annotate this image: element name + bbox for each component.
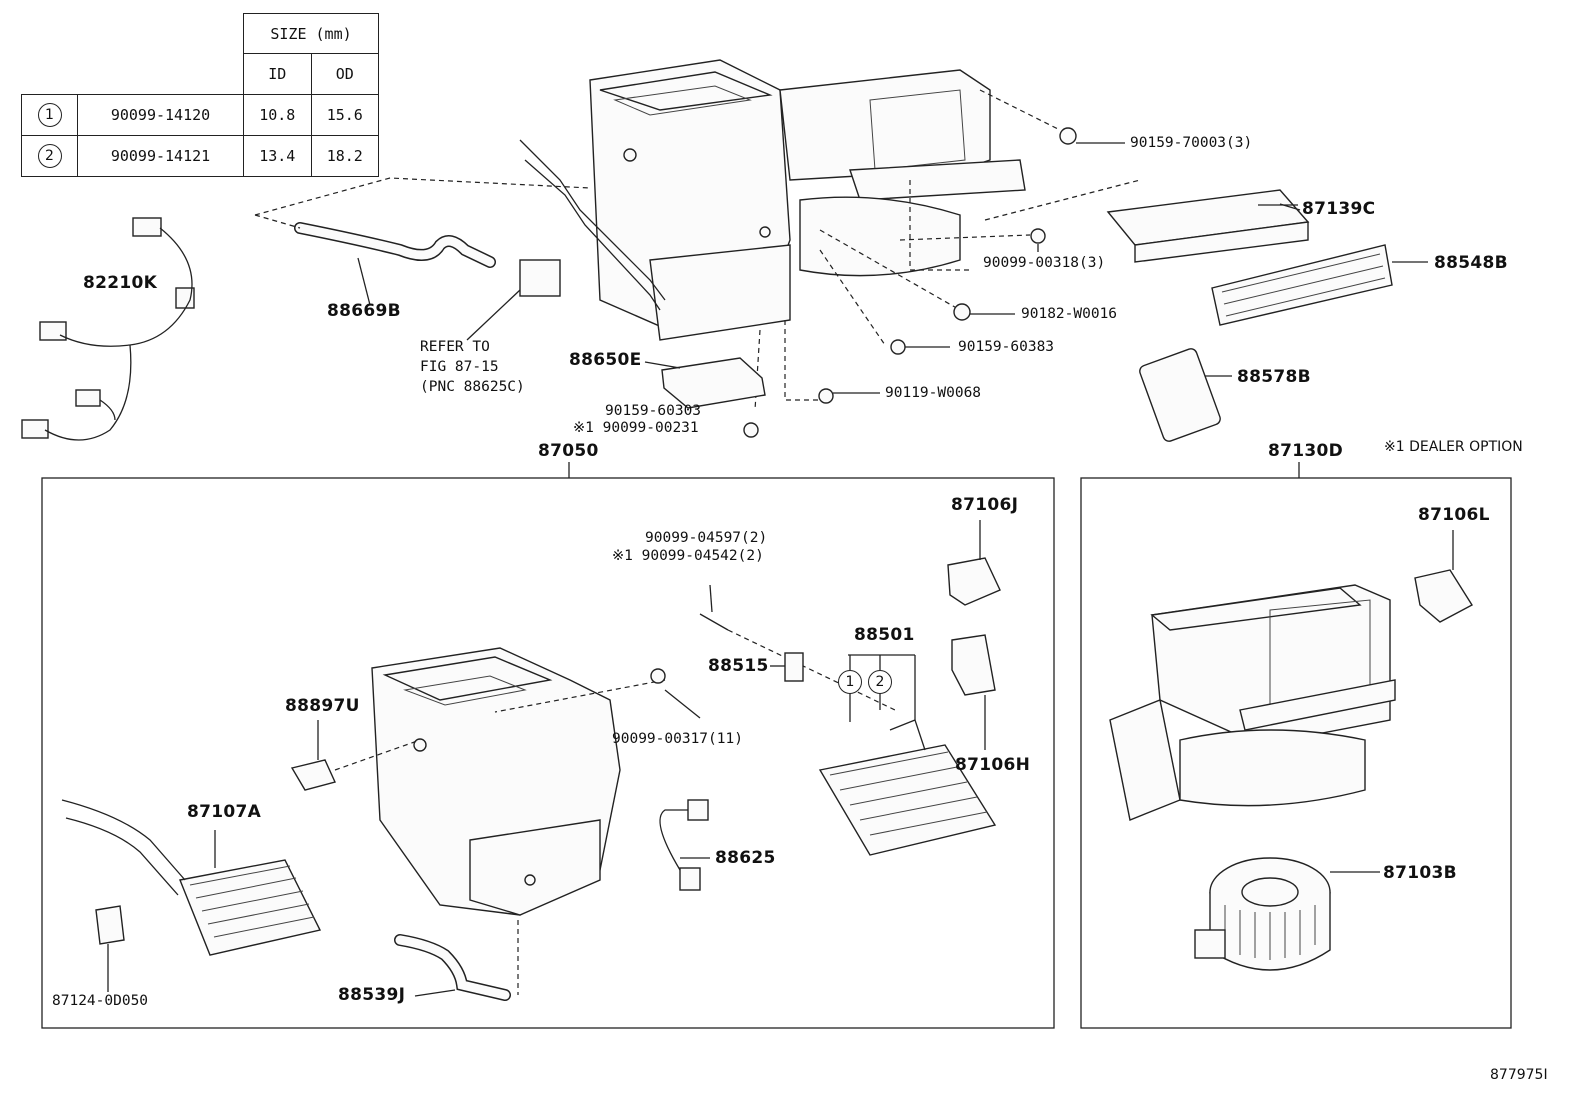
label-88669B: 88669B xyxy=(327,301,401,321)
bolt-90119-W0068 xyxy=(818,388,834,404)
part-number: 90099-14121 xyxy=(77,135,244,177)
box-87050 xyxy=(41,477,1055,1029)
id-header: ID xyxy=(243,53,312,95)
label-87106J: 87106J xyxy=(951,495,1019,515)
label-87139C: 87139C xyxy=(1302,199,1376,219)
refer-line-2: FIG 87-15 xyxy=(420,359,499,375)
heater-case-87050 xyxy=(371,647,621,916)
size-header: SIZE (mm) xyxy=(243,13,379,54)
blower-motor-87103B xyxy=(1194,857,1380,971)
amplifier-88650E xyxy=(661,357,766,409)
label-90159-60383: 90159-60383 xyxy=(958,339,1055,355)
bolt-90159-70003 xyxy=(1059,127,1077,145)
harness-88625 xyxy=(659,809,690,871)
sensor-88897U xyxy=(290,759,336,791)
label-82210K: 82210K xyxy=(83,273,158,293)
label-90159-60303: 90159-60303 xyxy=(605,403,702,419)
label-88897U: 88897U xyxy=(285,696,360,716)
label-90182-W0016: 90182-W0016 xyxy=(1021,306,1118,322)
refer-line-3: (PNC 88625C) xyxy=(420,379,525,395)
filter-87139C xyxy=(1106,189,1310,263)
circle-mark: 1 xyxy=(37,103,62,127)
label-87103B: 87103B xyxy=(1383,863,1457,883)
servo-87106J xyxy=(947,557,1001,606)
seal-88578B xyxy=(1139,348,1221,442)
hose-88669B xyxy=(294,222,496,306)
label-87106L: 87106L xyxy=(1418,505,1490,525)
outer-diameter: 18.2 xyxy=(310,135,379,177)
label-88539J: 88539J xyxy=(338,985,406,1005)
circle-mark-2: 2 xyxy=(868,670,892,694)
evaporator-88501 xyxy=(818,654,997,856)
figure-number: 877975I xyxy=(1490,1067,1548,1083)
od-header: OD xyxy=(310,53,379,95)
label-87050: 87050 xyxy=(538,441,599,461)
box-87130D xyxy=(1080,477,1512,1029)
screw-90099-04597 xyxy=(699,613,729,631)
label-90099-04542: ※1 90099-04542(2) xyxy=(612,548,764,564)
table-row: 2 90099-14121 13.4 18.2 xyxy=(21,135,379,177)
label-90099-04597: 90099-04597(2) xyxy=(645,530,768,546)
label-87130D: 87130D xyxy=(1268,441,1344,461)
servo-87106L xyxy=(1414,569,1473,623)
part-number: 90099-14120 xyxy=(77,94,244,136)
connector-refer xyxy=(519,259,561,297)
circle-mark-1: 1 xyxy=(838,670,862,694)
bolt-90159-60383 xyxy=(890,339,906,355)
label-88650E: 88650E xyxy=(569,350,642,370)
circle-mark: 2 xyxy=(37,144,62,168)
screw-90099-00231 xyxy=(743,422,759,438)
wire-harness-82210K xyxy=(21,217,195,441)
label-88515: 88515 xyxy=(708,656,769,676)
label-88548B: 88548B xyxy=(1434,253,1508,273)
label-87107A: 87107A xyxy=(187,802,262,822)
label-90099-00317: 90099-00317(11) xyxy=(612,731,743,747)
label-90159-70003: 90159-70003(3) xyxy=(1130,135,1253,151)
clip-87124-0D050 xyxy=(95,905,125,945)
inner-diameter: 13.4 xyxy=(243,135,312,177)
inner-diameter: 10.8 xyxy=(243,94,312,136)
label-90119-W0068: 90119-W0068 xyxy=(885,385,982,401)
heater-unit-assembly-top xyxy=(519,59,1026,341)
label-88501: 88501 xyxy=(854,625,915,645)
table-row: 1 90099-14120 10.8 15.6 xyxy=(21,94,379,136)
screw-90099-00318 xyxy=(1030,228,1046,244)
refer-line-1: REFER TO xyxy=(420,339,490,355)
label-88578B: 88578B xyxy=(1237,367,1311,387)
size-table: SIZE (mm) ID OD 1 90099-14120 10.8 15.6 … xyxy=(21,13,379,177)
label-87106H: 87106H xyxy=(955,755,1031,775)
frame-88548B xyxy=(1211,244,1428,326)
outer-diameter: 15.6 xyxy=(310,94,379,136)
screw-90099-00317 xyxy=(650,668,666,684)
dealer-option-note: ※1 DEALER OPTION xyxy=(1384,439,1523,455)
servo-87106H xyxy=(951,634,996,696)
heater-core-87107A xyxy=(61,799,322,956)
label-88625: 88625 xyxy=(715,848,776,868)
label-90099-00231: ※1 90099-00231 xyxy=(573,420,699,436)
label-87124-0D050: 87124-0D050 xyxy=(52,993,149,1009)
blower-case-87130D xyxy=(1109,584,1396,821)
valve-88515 xyxy=(784,652,804,682)
nut-90182-W0016 xyxy=(953,303,971,321)
label-90099-00318: 90099-00318(3) xyxy=(983,255,1106,271)
